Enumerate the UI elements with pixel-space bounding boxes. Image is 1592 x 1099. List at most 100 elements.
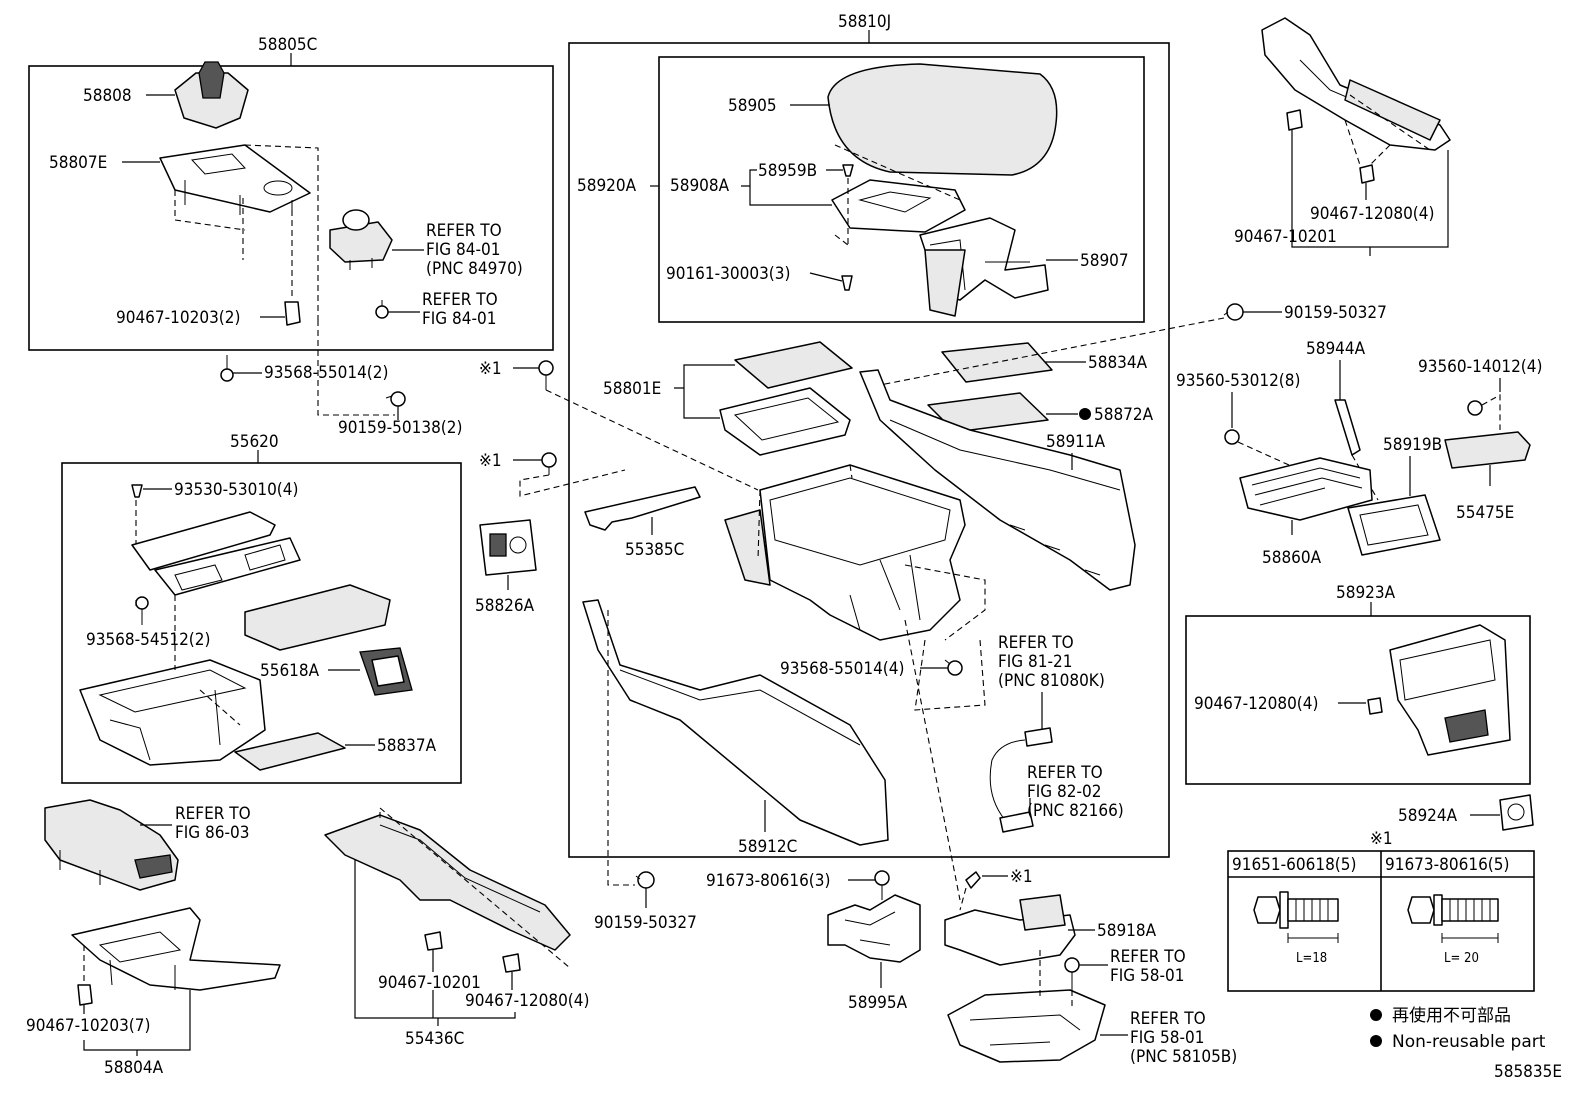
mark1-label-c: ※1	[1010, 867, 1033, 887]
fastener-table	[1227, 850, 1535, 992]
part-55618A-insert	[359, 647, 413, 696]
label-93568-55014-2: 93568-55014(2)	[264, 363, 388, 383]
part-90467-12080-clip-c	[502, 953, 521, 973]
label-58837A: 58837A	[377, 736, 437, 756]
label-58860A: 58860A	[1262, 548, 1322, 568]
label-90161-30003-3: 90161-30003(3)	[666, 264, 790, 284]
part-55435C-panel	[1261, 17, 1451, 151]
fastener-col1-part: 91651-60618(5)	[1232, 855, 1356, 875]
refer-58105B-line2: FIG 58-01	[1130, 1028, 1204, 1048]
legend-en: Non-reusable part	[1392, 1032, 1546, 1052]
part-93560-14012-screw	[1467, 400, 1483, 416]
label-93568-54512-2: 93568-54512(2)	[86, 630, 210, 650]
label-58808: 58808	[83, 86, 132, 106]
label-58801E: 58801E	[603, 379, 661, 399]
label-58944A: 58944A	[1306, 339, 1366, 359]
part-90467-10203-clip	[284, 301, 301, 326]
part-bolt-58-01	[1064, 957, 1080, 990]
refer-84970-line2: FIG 84-01	[426, 240, 500, 260]
mark1-label-d: ※1	[1370, 829, 1393, 849]
part-55385C-bracket	[584, 486, 701, 531]
label-90467-10203-7: 90467-10203(7)	[26, 1016, 150, 1036]
label-58905: 58905	[728, 96, 777, 116]
fastener-bolt-91651	[1253, 891, 1339, 943]
refer-81-21-line2: FIG 81-21	[998, 652, 1072, 672]
refer-81-21-line3: (PNC 81080K)	[998, 671, 1105, 691]
part-93568-54512-bolt	[135, 596, 149, 625]
label-90467-12080-4-a: 90467-12080(4)	[1310, 204, 1434, 224]
label-58872A: 58872A	[1094, 405, 1154, 425]
figure-code: 585835E	[1494, 1062, 1562, 1082]
label-58919B: 58919B	[1383, 435, 1442, 455]
part-58808-shift-knob	[174, 61, 249, 129]
label-93560-14012-4: 93560-14012(4)	[1418, 357, 1542, 377]
label-58918A: 58918A	[1097, 921, 1157, 941]
group-box-55620	[61, 462, 462, 784]
fastener-col1-length: L=18	[1296, 951, 1327, 966]
fastener-col2-part: 91673-80616(5)	[1385, 855, 1509, 875]
part-90159-50138-bolt	[385, 391, 406, 407]
part-90161-30003-screw	[841, 275, 853, 291]
part-58804A-bezel	[71, 907, 281, 991]
label-90159-50327-b: 90159-50327	[594, 913, 697, 933]
label-58920A: 58920A	[577, 176, 637, 196]
part-90467-12080-clip-b	[1367, 697, 1383, 715]
label-55436C: 55436C	[405, 1029, 464, 1049]
non-reusable-dot-58872A	[1079, 408, 1091, 420]
refer-84970-line3: (PNC 84970)	[426, 259, 523, 279]
refer-82-02-line3: (PNC 82166)	[1027, 801, 1124, 821]
part-58105B-bracket	[947, 989, 1106, 1063]
part-58959B-screw	[842, 164, 854, 177]
part-58826A-switch	[479, 519, 537, 576]
part-90159-50327-bolt-a	[1223, 303, 1244, 321]
refer-84-01-line2: FIG 84-01	[422, 309, 496, 329]
part-93560-53012-screw	[1224, 429, 1240, 445]
part-harness-81080K	[989, 727, 1053, 833]
part-58860A-vent	[1239, 457, 1373, 521]
label-90159-50327-a: 90159-50327	[1284, 303, 1387, 323]
part-center-console-body	[724, 464, 966, 641]
part-58944A-bracket	[1334, 399, 1361, 456]
group-box-58923A	[1185, 615, 1531, 785]
part-55620-bracket	[131, 511, 301, 596]
fastener-bolt-91673	[1407, 894, 1499, 943]
label-90467-12080-4-c: 90467-12080(4)	[465, 991, 589, 1011]
refer-84-01-line1: REFER TO	[422, 290, 498, 310]
part-91673-80616-bolt	[874, 870, 890, 900]
part-58908A-hinge-plate	[831, 179, 966, 233]
part-90467-10203-clip-b	[77, 984, 93, 1006]
part-mark1-screw-c	[965, 871, 981, 889]
part-55475E-trim	[1444, 431, 1531, 469]
label-58912C: 58912C	[738, 837, 797, 857]
part-mark1-screw-b	[541, 452, 557, 475]
group-label-58810J: 58810J	[838, 12, 891, 32]
part-90467-12080-clip-a	[1359, 164, 1375, 184]
label-55475E: 55475E	[1456, 503, 1514, 523]
label-58959B: 58959B	[758, 161, 817, 181]
label-90467-12080-4-b: 90467-12080(4)	[1194, 694, 1318, 714]
mark1-label-b: ※1	[479, 451, 502, 471]
refer-84970-line1: REFER TO	[426, 221, 502, 241]
label-58807E: 58807E	[49, 153, 107, 173]
label-90159-50138-2: 90159-50138(2)	[338, 418, 462, 438]
label-58804A: 58804A	[104, 1058, 164, 1078]
label-58911A: 58911A	[1046, 432, 1106, 452]
refer-81-21-line1: REFER TO	[998, 633, 1074, 653]
part-93568-55014-bolt	[220, 355, 234, 382]
part-55436C-trim	[324, 814, 571, 951]
part-90467-10201-clip-a	[1286, 109, 1303, 131]
refer-58-01-line1: REFER TO	[1110, 947, 1186, 967]
part-mark1-screw-a	[538, 360, 554, 390]
label-55385C: 55385C	[625, 540, 684, 560]
refer-58105B-line3: (PNC 58105B)	[1130, 1047, 1237, 1067]
label-58907: 58907	[1080, 251, 1129, 271]
part-58918A-bracket	[944, 894, 1076, 966]
part-shift-module	[329, 209, 393, 270]
label-93530-53010-4: 93530-53010(4)	[174, 480, 298, 500]
legend-dot-en	[1370, 1035, 1382, 1047]
part-55620-lid	[244, 584, 391, 651]
label-58826A: 58826A	[475, 596, 535, 616]
part-shift-bezel-upper	[44, 799, 179, 891]
part-58907-hinge	[919, 217, 1049, 317]
